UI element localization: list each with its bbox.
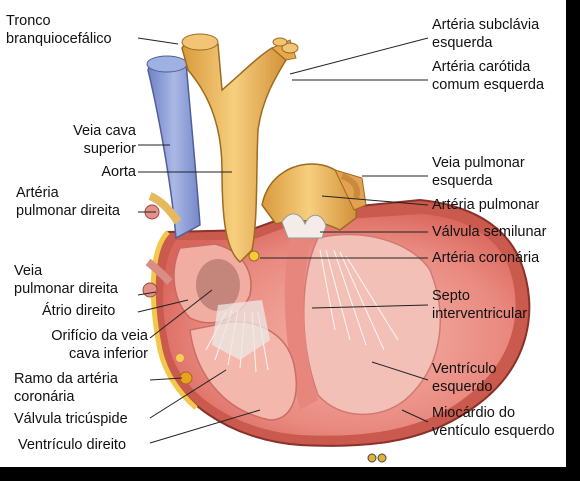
label-valvula-tricuspide: Válvula tricúspide (14, 410, 128, 428)
label-veia-pulmonar-esquerda: Veia pulmonar esquerda (432, 154, 525, 190)
label-tronco-braquiocefalico: Tronco branquiocefálico (6, 12, 112, 48)
label-orificio-veia-cava: Orifício da veia cava inferior (14, 327, 148, 363)
label-ramo-arteria-coronaria: Ramo da artéria coronária (14, 370, 118, 406)
coronary-artery (249, 251, 259, 261)
frame-border-right (566, 0, 580, 481)
label-arteria-pulmonar: Artéria pulmonar (432, 196, 539, 214)
label-ventriculo-direito: Ventrículo direito (18, 436, 126, 454)
label-veia-cava-superior: Veia cava superior (40, 122, 136, 158)
label-miocardio: Miocárdio do ventículo esquerdo (432, 404, 555, 440)
label-veia-pulmonar-direita: Veia pulmonar direita (14, 262, 118, 298)
label-atrio-direito: Átrio direito (42, 302, 115, 320)
label-arteria-subclavia: Artéria subclávia esquerda (432, 16, 539, 52)
label-arteria-carotida: Artéria carótida comum esquerda (432, 58, 544, 94)
label-ventriculo-esquerdo: Ventrículo esquerdo (432, 360, 497, 396)
label-valvula-semilunar: Válvula semilunar (432, 223, 546, 241)
label-aorta: Aorta (40, 163, 136, 181)
label-arteria-pulmonar-direita: Artéria pulmonar direita (16, 184, 120, 220)
frame-border-bottom (0, 467, 580, 481)
atrium-opening (196, 259, 240, 311)
label-septo-interventricular: Septo interventricular (432, 287, 527, 323)
label-arteria-coronaria: Artéria coronária (432, 249, 539, 267)
